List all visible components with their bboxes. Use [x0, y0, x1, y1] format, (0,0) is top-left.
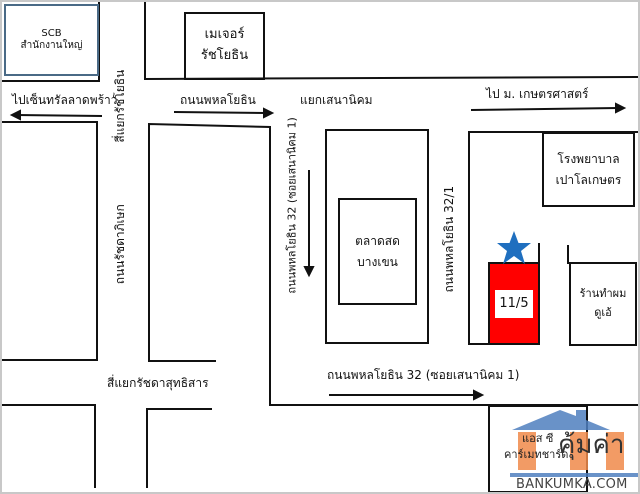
label-soi32-vertical: ถนนพหลโยธิน 32 (ซอยเสนานิคม 1) [285, 117, 299, 294]
block-left-lower [2, 404, 96, 488]
label-phahonyothin: ถนนพหลโยธิน [180, 93, 256, 107]
arrow-left-head [9, 109, 21, 121]
label-ratchayothin-junction: สี่แยกรัชโยธิน [112, 69, 127, 143]
major-line1: เมเจอร์ [204, 27, 245, 43]
bankumka-watermark [510, 410, 638, 492]
label-to-ku: ไป ม. เกษตรศาสตร์ [486, 87, 589, 101]
scb-building: SCB สำนักงานใหญ่ [4, 4, 99, 76]
label-soi32-horizontal: ถนนพหลโยธิน 32 (ซอยเสนานิคม 1) [327, 368, 520, 382]
block-scb-edge [2, 2, 100, 82]
major-ratchayothin: เมเจอร์ รัชโยธิน [184, 12, 265, 80]
hospital-line1: โรงพยาบาล [557, 152, 620, 167]
bottom-place-line1: แอส ซี [522, 432, 554, 445]
watermark-site: BANKUMKA.COM [516, 477, 628, 492]
salon-duae: ร้านทำผม ดูเอ้ [569, 262, 637, 346]
star-icon [497, 231, 531, 264]
market-line1: ตลาดสด [355, 234, 400, 249]
arrow-soi-down-head [303, 266, 315, 278]
arrow-left-line [15, 114, 103, 117]
market-line2: บางเขน [357, 254, 398, 269]
hospital-line2: เปาโลเกษตร [555, 172, 622, 187]
arrow-phahon-head [263, 107, 275, 119]
block-middle [148, 122, 638, 406]
bangkhen-market: ตลาดสด บางเขน [338, 198, 417, 305]
label-ratchadaphisek: ถนนรัชดาภิเษก [112, 204, 127, 285]
scb-branch: สำนักงานใหญ่ [20, 40, 83, 51]
salon-line2: ดูเอ้ [594, 306, 612, 319]
house-logo-icon [510, 410, 638, 477]
arrow-soi-right-head [473, 389, 485, 401]
arrow-ku-head [615, 102, 627, 114]
block-top-middle-edge [144, 2, 638, 81]
label-soi32-1: ถนนพหลโยธิน 32/1 [441, 185, 456, 293]
target-property[interactable]: 11/5 [488, 262, 540, 345]
arrow-ku-line [470, 107, 619, 111]
salon-line1: ร้านทำผม [579, 287, 627, 301]
label-sena-junction: แยกเสนานิคม [300, 93, 373, 107]
label-to-central: ไปเซ็นทรัลลาดพร้าว [12, 93, 118, 107]
watermark-brand: คุ้มค่า [558, 430, 625, 460]
bottom-place-line2: คาร์เมทชาร์ด [504, 448, 569, 461]
scb-name: SCB [41, 28, 62, 39]
target-label: 11/5 [495, 289, 533, 318]
label-sutthisan-junction: สี่แยกรัชดาสุทธิสาร [107, 376, 209, 390]
block-market-outer [325, 129, 429, 344]
arrow-phahon-line [173, 111, 267, 114]
major-line2: รัชโยธิน [200, 48, 249, 63]
block-left-upper [2, 121, 98, 361]
paolo-hospital: โรงพยาบาล เปาโลเกษตร [542, 132, 635, 207]
block-middle-lower [146, 408, 212, 488]
